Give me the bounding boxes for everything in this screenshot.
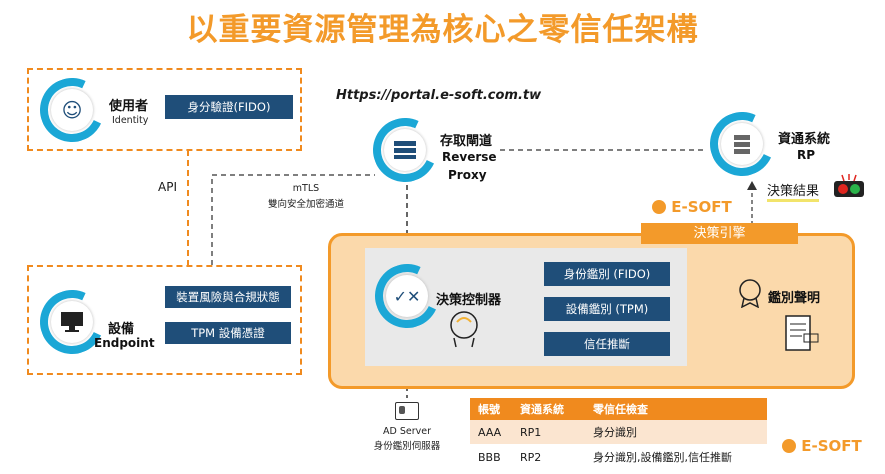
check-cross-icon: ✓✕ [386, 275, 428, 317]
brain-head-icon [446, 310, 482, 352]
rp-name: 資通系統 [778, 132, 831, 147]
badge-icon [736, 278, 764, 312]
table-row: BBB RP2 身分識別,設備鑑別,信任推斷 [470, 444, 767, 470]
cell-account: BBB [478, 450, 501, 464]
proxy-name: 存取閘道 [440, 134, 493, 149]
page-title: 以重要資源管理為核心之零信任架構 [186, 12, 699, 48]
brand-logo-bottom: E-SOFT [782, 437, 862, 455]
brand-text: E-SOFT [671, 198, 732, 216]
identity-name: 使用者 [109, 99, 149, 114]
cell-account: AAA [478, 425, 502, 439]
controller-name: 決策控制器 [436, 293, 502, 308]
table-row: AAA RP1 身分識別 [470, 420, 767, 444]
col-system: 資通系統 [520, 403, 564, 416]
cell-system: RP1 [520, 425, 542, 439]
proxy-sub1: Reverse [442, 150, 497, 164]
database-icon [721, 123, 763, 165]
fido-auth-box: 身分驗證(FIDO) [165, 95, 293, 119]
user-key-icon: ☺ [51, 89, 93, 131]
check-fido: 身份鑑別 (FIDO) [544, 262, 670, 286]
server-rack-icon [384, 129, 426, 171]
ad-server-desc: 身份鑑別伺服器 [373, 441, 441, 452]
table-header-row: 帳號 資通系統 零信任檢查 [470, 398, 767, 420]
document-icon [784, 314, 820, 358]
brand-text: E-SOFT [801, 437, 862, 455]
tpm-cert-box: TPM 設備憑證 [165, 322, 291, 344]
mtls-desc: 雙向安全加密通道 [267, 199, 344, 210]
identity-sub: Identity [112, 115, 149, 126]
mtls-label: mTLS [292, 183, 320, 194]
portal-url[interactable]: Https://portal.e-soft.com.tw [336, 88, 542, 103]
endpoint-name: 設備 [108, 322, 135, 337]
col-check: 零信任檢查 [593, 403, 648, 416]
alert-icon [841, 168, 857, 182]
cell-check: 身分識別,設備鑑別,信任推斷 [593, 451, 732, 464]
ad-server-name: AD Server [383, 426, 431, 437]
identity-group [27, 68, 302, 151]
endpoint-sub: Endpoint [94, 336, 155, 350]
decision-engine-label: 決策引擎 [641, 223, 798, 244]
device-risk-box: 裝置風險與合規狀態 [165, 286, 291, 308]
monitor-icon [51, 301, 93, 343]
check-trust: 信任推斷 [544, 332, 670, 356]
proxy-sub2: Proxy [448, 168, 487, 182]
brand-logo-top: E-SOFT [652, 198, 732, 216]
check-tpm: 設備鑑別 (TPM) [544, 297, 670, 321]
decision-result-label: 決策結果 [767, 180, 820, 202]
policy-table: 帳號 資通系統 零信任檢查 AAA RP1 身分識別 BBB RP2 身分識別,… [470, 398, 767, 470]
cell-check: 身分識別 [593, 426, 637, 439]
endpoint-group [27, 265, 302, 375]
attestation-label: 鑑別聲明 [768, 291, 821, 306]
id-card-icon [395, 402, 419, 420]
api-label: API [158, 180, 177, 194]
rp-sub: RP [797, 148, 816, 162]
cell-system: RP2 [520, 450, 542, 464]
traffic-light-icon [834, 181, 864, 197]
col-account: 帳號 [478, 403, 500, 416]
